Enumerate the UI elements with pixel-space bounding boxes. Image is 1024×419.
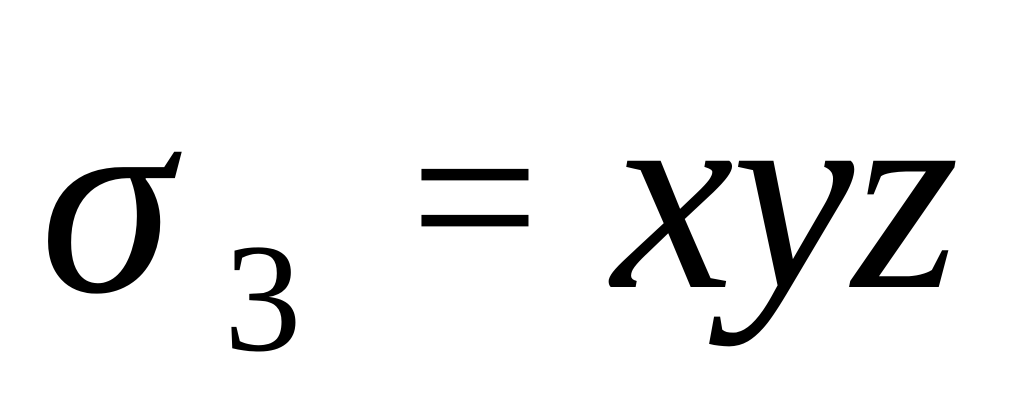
subscript-index: 3 [224,212,302,384]
sigma-symbol: σ [40,51,174,350]
equals-sign: = [410,69,540,324]
rhs-variables: xyz [612,43,959,347]
